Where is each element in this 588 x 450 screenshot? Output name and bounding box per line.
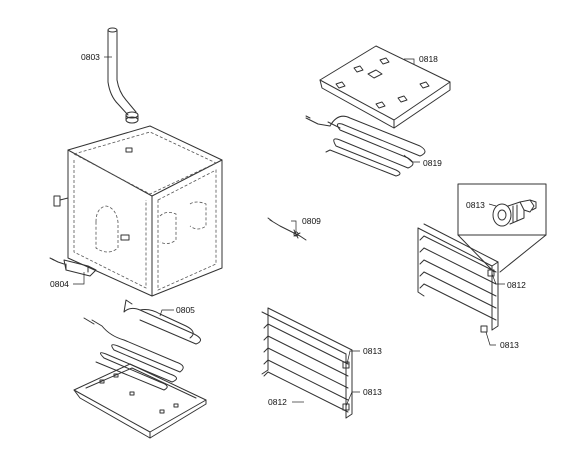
- shelf-rack-left-0812: [261, 307, 353, 419]
- label-0803: 0803: [81, 52, 100, 62]
- exhaust-pipe-0803: [107, 27, 139, 124]
- label-0812-left: 0812: [268, 397, 287, 407]
- label-0809: 0809: [302, 216, 321, 226]
- temperature-sensor-0809: [267, 217, 307, 241]
- label-0813-right: 0813: [500, 340, 519, 350]
- lamp-connector-0804: [49, 257, 97, 277]
- shelf-rack-right-0812: [417, 223, 499, 333]
- label-0805: 0805: [176, 305, 195, 315]
- oven-cavity: [53, 125, 223, 297]
- label-0804: 0804: [50, 279, 69, 289]
- detail-inset-0813: [457, 183, 547, 273]
- top-heating-element-0819: [305, 115, 426, 177]
- label-0813-detail: 0813: [466, 200, 485, 210]
- bottom-heating-element-0805: [83, 299, 201, 391]
- label-0813-a: 0813: [363, 346, 382, 356]
- leader-lines: [73, 56, 505, 407]
- label-0818: 0818: [419, 54, 438, 64]
- label-0819: 0819: [423, 158, 442, 168]
- bottom-tray-plate: [73, 363, 207, 439]
- top-cover-plate-0818: [319, 45, 451, 129]
- label-0813-b: 0813: [363, 387, 382, 397]
- label-0812-right: 0812: [507, 280, 526, 290]
